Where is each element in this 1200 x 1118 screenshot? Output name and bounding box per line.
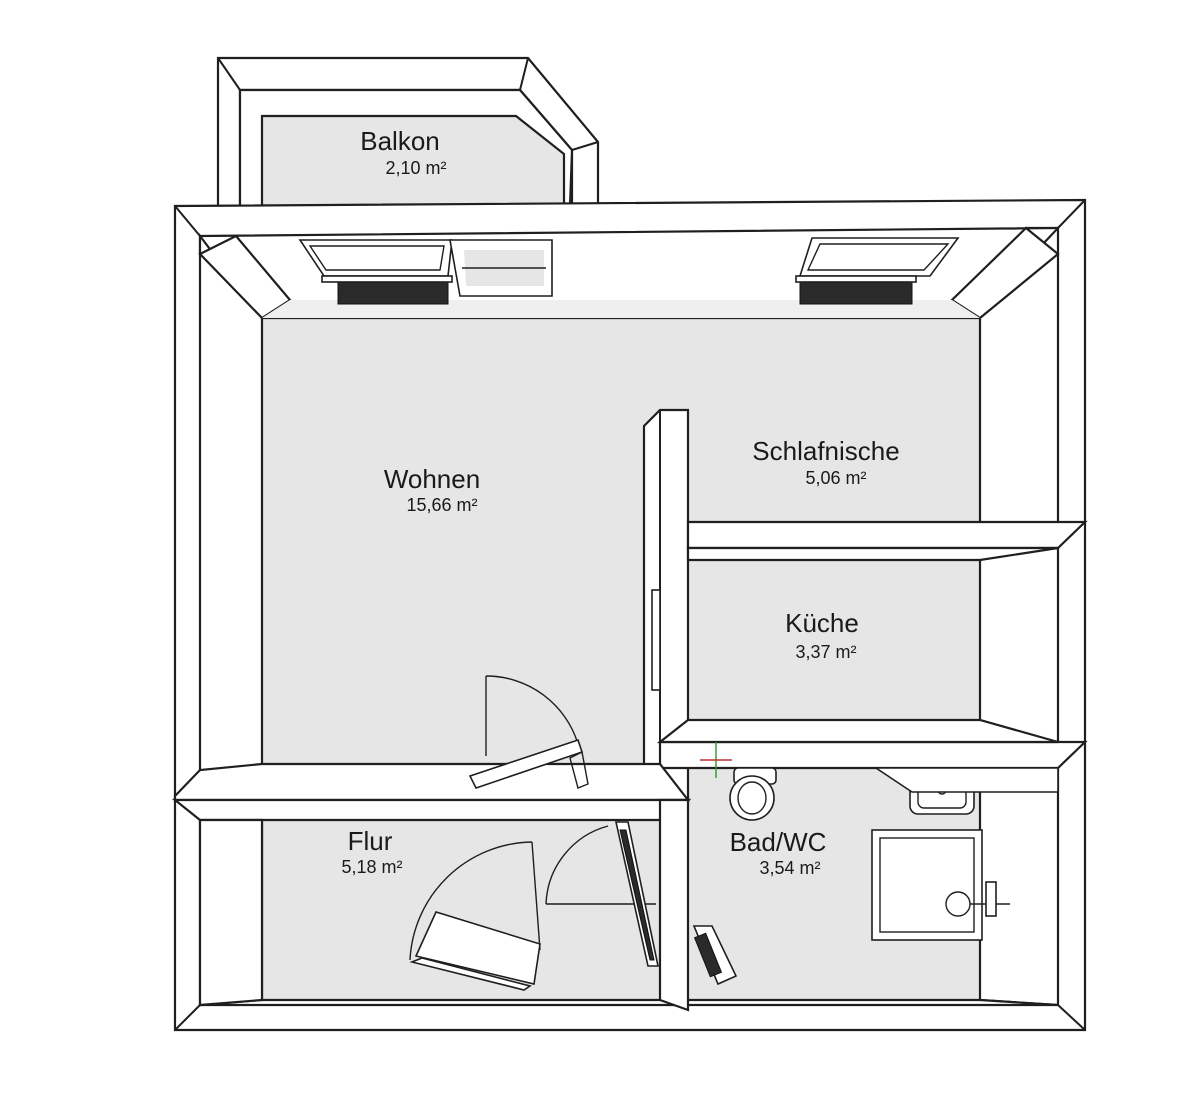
- room-area-kueche: 3,37 m²: [795, 642, 856, 662]
- label-balkon: Balkon 2,10 m²: [360, 126, 446, 178]
- balcony-door: [449, 239, 553, 297]
- room-area-bad: 3,54 m²: [759, 858, 820, 878]
- door-bad: [545, 821, 659, 967]
- label-wohnen: Wohnen 15,66 m²: [384, 464, 480, 515]
- bathroom-fixtures: [692, 742, 1059, 986]
- room-area-balkon: 2,10 m²: [385, 158, 446, 178]
- room-name-wohnen: Wohnen: [384, 464, 480, 494]
- label-kueche: Küche 3,37 m²: [785, 608, 859, 662]
- room-name-balkon: Balkon: [360, 126, 440, 156]
- room-name-schlafnische: Schlafnische: [752, 436, 899, 466]
- label-flur: Flur 5,18 m²: [341, 826, 402, 877]
- room-area-wohnen: 15,66 m²: [406, 495, 477, 515]
- window-left: [298, 239, 453, 305]
- room-name-kueche: Küche: [785, 608, 859, 638]
- balcony: [216, 56, 600, 208]
- inner-walls: [171, 408, 1088, 1012]
- door-flur-entry: [409, 841, 541, 991]
- room-area-flur: 5,18 m²: [341, 857, 402, 877]
- room-area-schlafnische: 5,06 m²: [805, 468, 866, 488]
- room-name-flur: Flur: [348, 826, 393, 856]
- room-name-bad: Bad/WC: [730, 827, 827, 857]
- label-schlafnische: Schlafnische 5,06 m²: [752, 436, 899, 488]
- door-wohnen: [468, 675, 589, 789]
- label-bad: Bad/WC 3,54 m²: [730, 827, 827, 878]
- window-right: [795, 237, 960, 305]
